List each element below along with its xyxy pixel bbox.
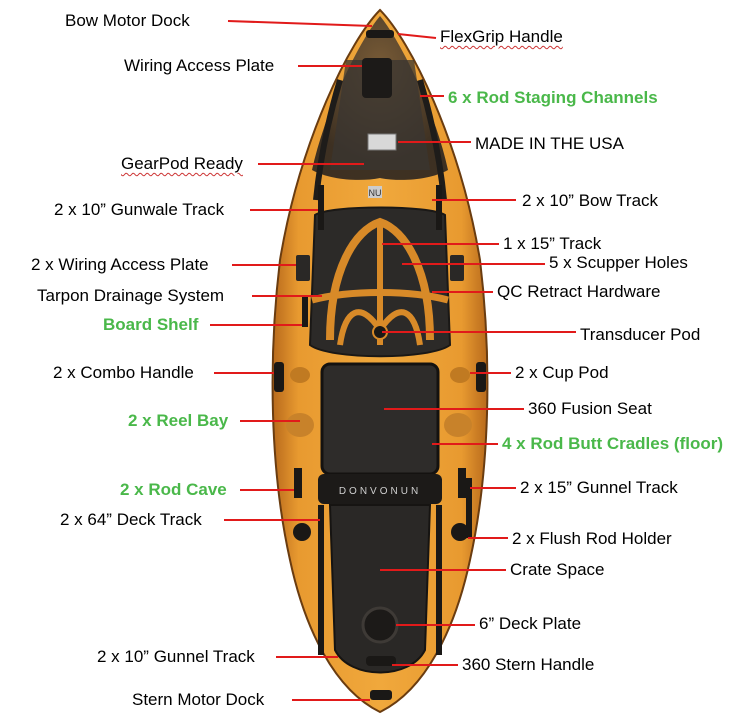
label-deck-plate: 6” Deck Plate bbox=[479, 614, 582, 633]
label-qc-retract: QC Retract Hardware bbox=[497, 282, 661, 301]
rod-staging-channel bbox=[313, 79, 343, 201]
side-wiring-plate bbox=[296, 255, 310, 281]
label-rod-cave: 2 x Rod Cave bbox=[120, 480, 227, 499]
deck-track bbox=[436, 505, 442, 655]
label-combo-handle: 2 x Combo Handle bbox=[53, 363, 194, 382]
board-shelf bbox=[302, 295, 308, 327]
stern-handle bbox=[366, 656, 396, 666]
label-made-in-usa: MADE IN THE USA bbox=[475, 134, 624, 153]
label-rod-butt-cradles: 4 x Rod Butt Cradles (floor) bbox=[502, 434, 724, 453]
label-board-shelf: Board Shelf bbox=[103, 315, 199, 334]
wiring-access-plate bbox=[362, 58, 392, 98]
label-stern-handle: 360 Stern Handle bbox=[462, 655, 595, 674]
leader-line bbox=[397, 33, 437, 39]
flexgrip-handle-shape bbox=[366, 30, 394, 38]
stern-motor-dock bbox=[370, 690, 392, 700]
combo-handle bbox=[274, 362, 284, 392]
brand-logo bbox=[368, 186, 382, 198]
flush-rod-holder bbox=[293, 523, 311, 541]
label-bow-motor-dock: Bow Motor Dock bbox=[65, 11, 190, 30]
label-crate-space: Crate Space bbox=[510, 560, 605, 579]
label-tarpon-drainage: Tarpon Drainage System bbox=[37, 286, 225, 305]
label-gunnel-track-15: 2 x 15” Gunnel Track bbox=[520, 478, 678, 497]
label-flexgrip-handle: FlexGrip Handle bbox=[440, 27, 563, 47]
rod-cave bbox=[294, 468, 302, 498]
label-wiring-access-plate-2: 2 x Wiring Access Plate bbox=[31, 255, 209, 274]
label-rod-staging-channels: 6 x Rod Staging Channels bbox=[448, 88, 658, 107]
reel-bay bbox=[444, 413, 472, 437]
gunnel-track bbox=[466, 478, 472, 538]
label-fusion-seat: 360 Fusion Seat bbox=[528, 399, 652, 418]
label-bow-track: 2 x 10” Bow Track bbox=[522, 191, 659, 210]
label-reel-bay: 2 x Reel Bay bbox=[128, 411, 229, 430]
rod-cave bbox=[458, 468, 466, 498]
seat-brand-text: DONVONUN bbox=[339, 486, 421, 497]
crate-space bbox=[328, 504, 432, 674]
deck-track bbox=[318, 505, 324, 655]
leader-line bbox=[227, 20, 373, 27]
label-deck-track: 2 x 64” Deck Track bbox=[60, 510, 202, 529]
label-cup-pod: 2 x Cup Pod bbox=[515, 363, 609, 382]
label-flexgrip-handle-text: FlexGrip Handle bbox=[440, 27, 563, 46]
label-gunnel-track-stern: 2 x 10” Gunnel Track bbox=[97, 647, 255, 666]
deck-plate bbox=[361, 606, 399, 644]
leader-lines bbox=[210, 20, 576, 701]
rod-staging-channel bbox=[417, 79, 447, 201]
reel-bay bbox=[286, 413, 314, 437]
combo-handle bbox=[476, 362, 486, 392]
label-scupper-holes: 5 x Scupper Holes bbox=[549, 253, 688, 272]
side-wiring-plate bbox=[450, 255, 464, 281]
label-track-15: 1 x 15” Track bbox=[503, 234, 602, 253]
label-wiring-access-plate: Wiring Access Plate bbox=[124, 56, 275, 75]
label-gearpod-ready: GearPod Ready bbox=[121, 154, 243, 173]
label-stern-motor-dock: Stern Motor Dock bbox=[132, 690, 265, 709]
kayak-hull bbox=[271, 8, 489, 714]
label-gunwale-track: 2 x 10” Gunwale Track bbox=[54, 200, 225, 219]
bow-track bbox=[436, 185, 442, 230]
gunwale-track bbox=[318, 185, 324, 230]
made-in-usa-tag bbox=[367, 133, 397, 151]
label-transducer-pod: Transducer Pod bbox=[580, 325, 701, 344]
brand-logo-text: NU bbox=[369, 188, 382, 198]
flush-rod-holder bbox=[451, 523, 469, 541]
cup-pod bbox=[450, 367, 470, 383]
label-flush-rod-holder: 2 x Flush Rod Holder bbox=[512, 529, 672, 548]
seat-base bbox=[318, 474, 442, 504]
fusion-seat bbox=[320, 362, 440, 476]
cup-pod bbox=[290, 367, 310, 383]
